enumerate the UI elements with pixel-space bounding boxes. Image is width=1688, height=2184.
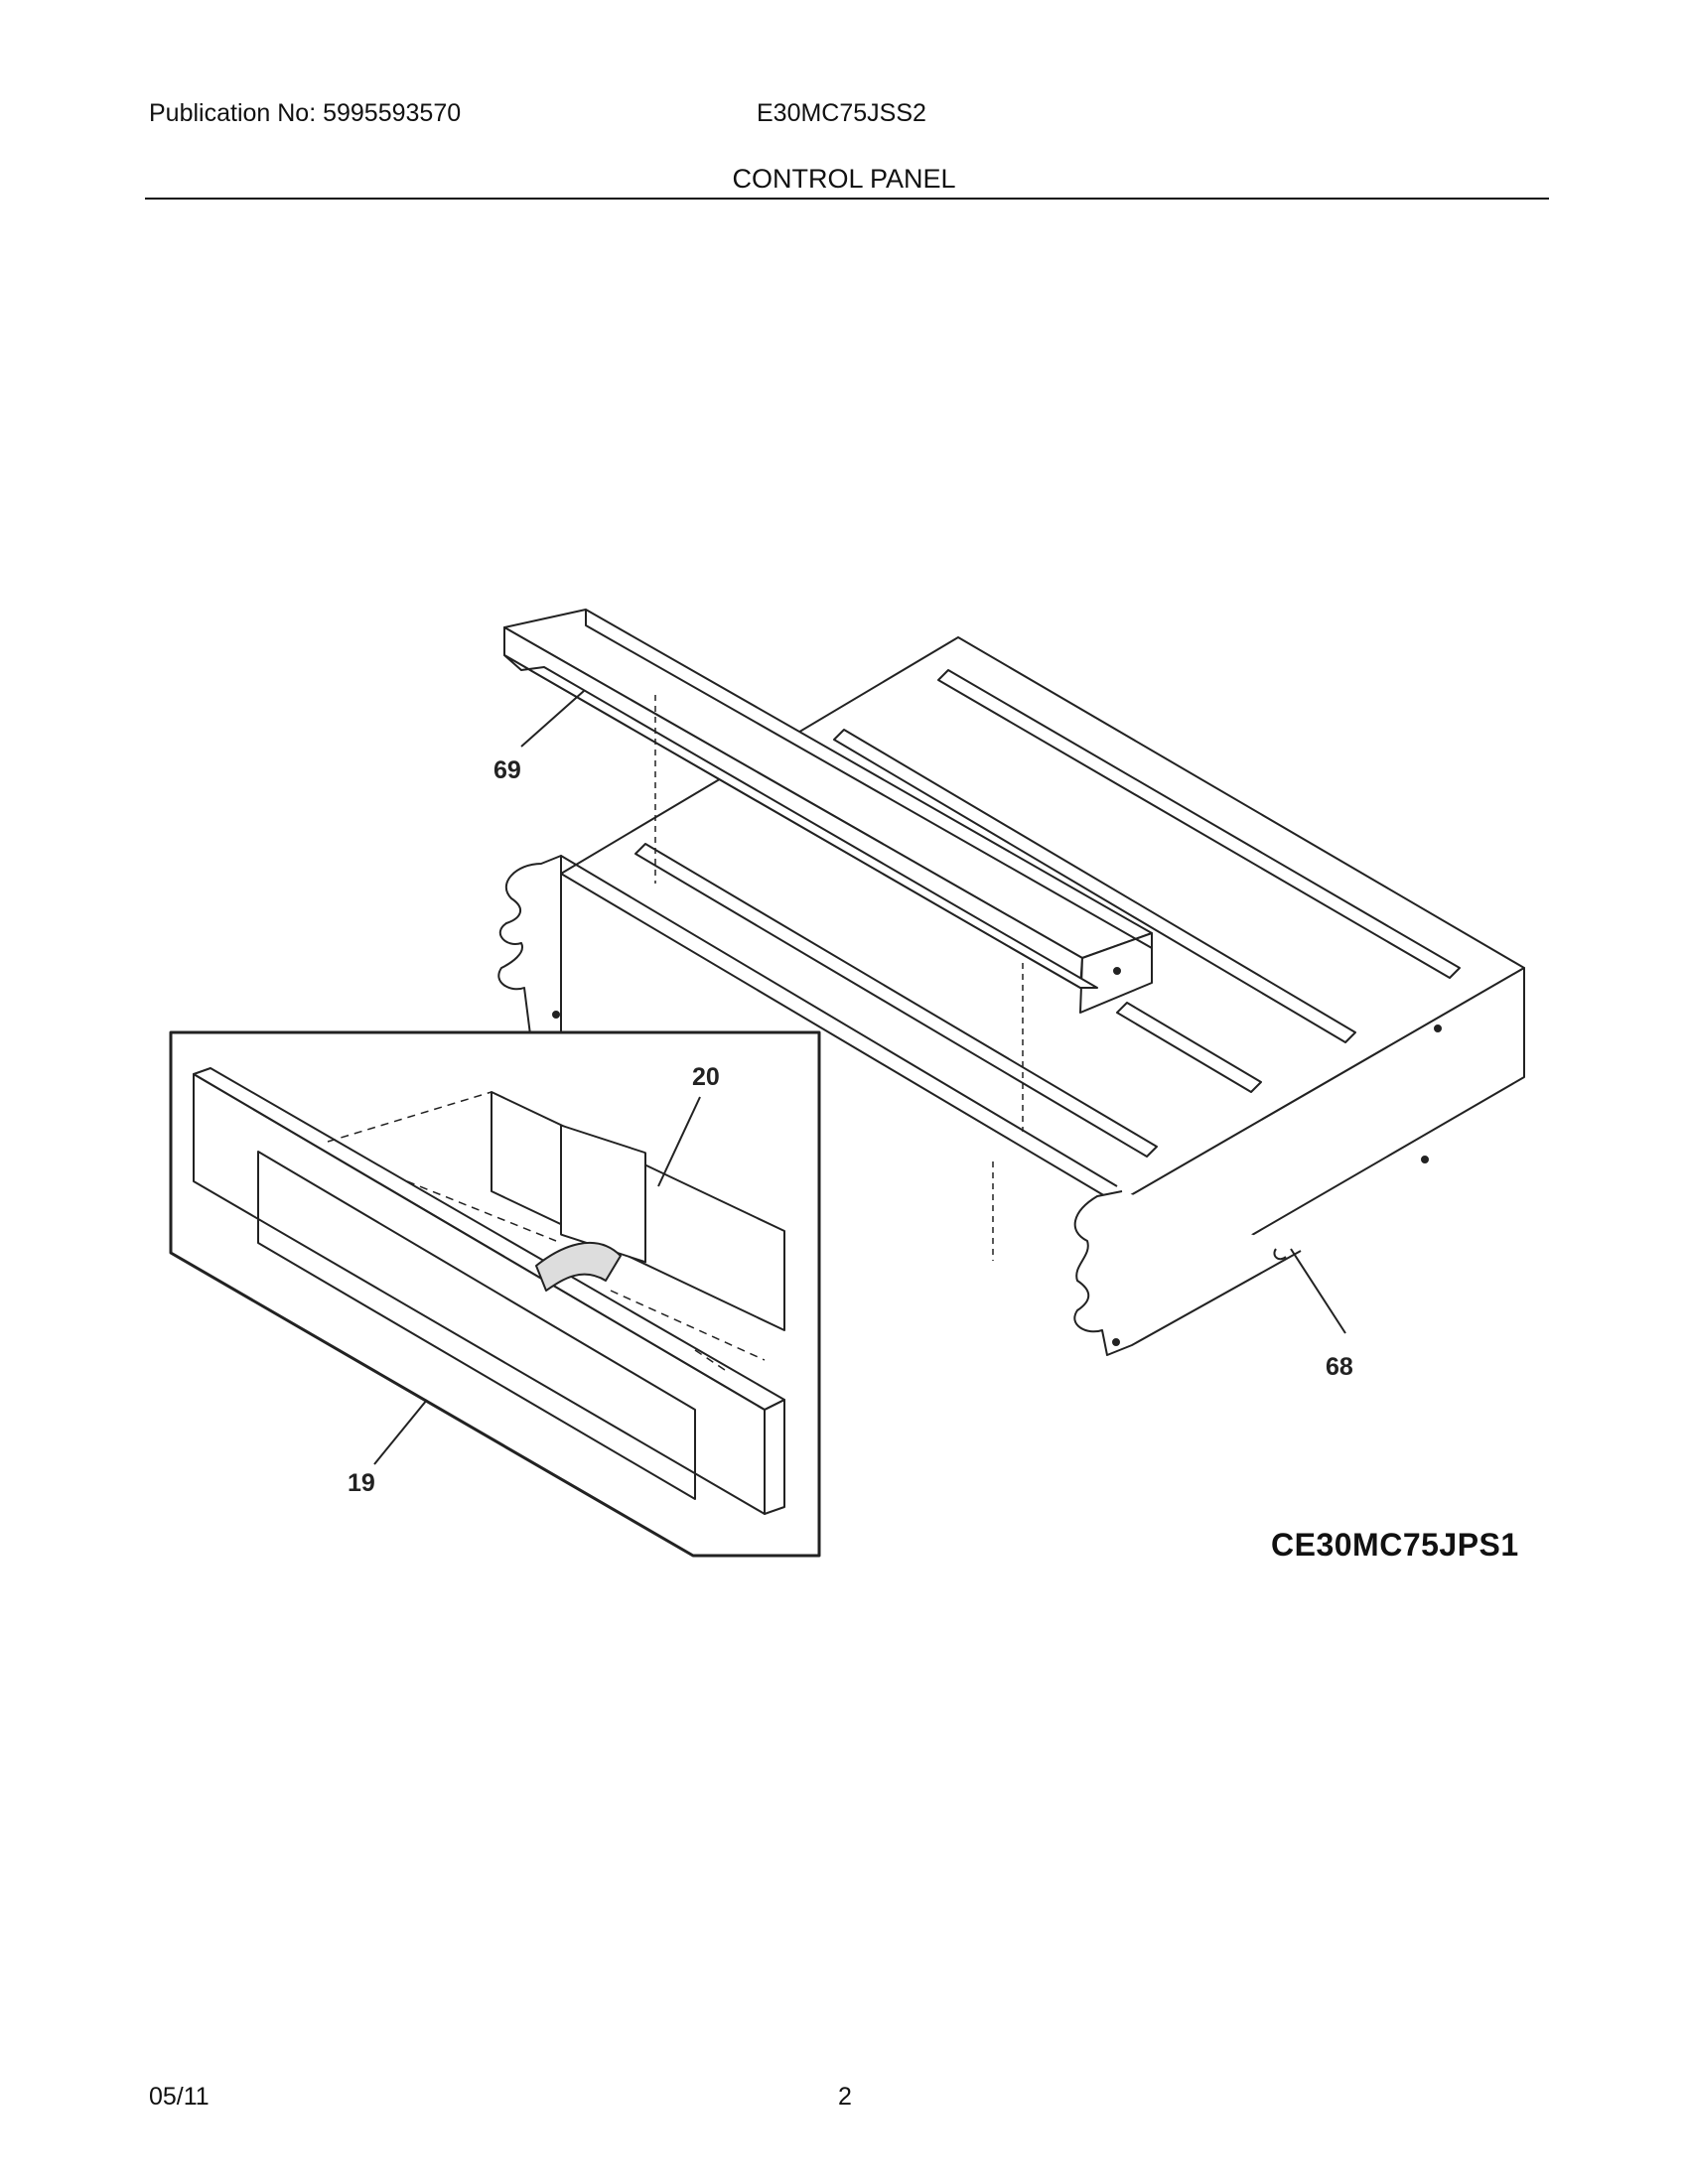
channel-bracket — [503, 609, 1153, 1014]
callout-20: 20 — [692, 1063, 720, 1091]
leader-lines — [373, 690, 1346, 1465]
page-number: 2 — [838, 2083, 852, 2111]
inset-frame — [169, 1030, 821, 1558]
callout-68: 68 — [1326, 1353, 1353, 1381]
callout-19: 19 — [348, 1469, 375, 1497]
section-title: CONTROL PANEL — [732, 164, 956, 194]
publication-number: Publication No: 5995593570 — [149, 99, 462, 127]
footer-date: 05/11 — [149, 2083, 210, 2111]
control-trim-panel — [193, 1067, 785, 1515]
diagram-code: CE30MC75JPS1 — [1271, 1527, 1519, 1563]
inset-alignment-lines — [327, 1091, 766, 1371]
header-rule — [145, 198, 1549, 200]
circuit-board — [491, 1091, 785, 1331]
model-number: E30MC75JSS2 — [757, 99, 926, 127]
callout-69: 69 — [493, 756, 521, 784]
alignment-lines — [654, 695, 1024, 1261]
